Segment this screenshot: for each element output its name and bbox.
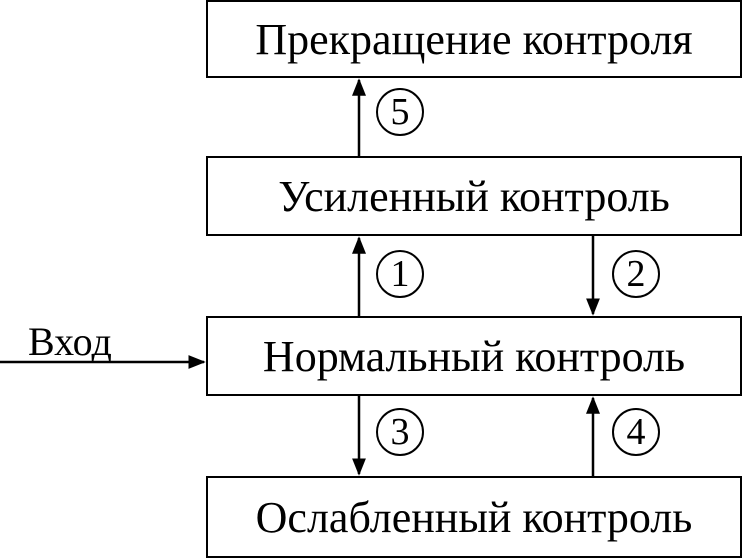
transition-3-number: 3 — [390, 411, 410, 453]
stop-control-label: Прекращение контроля — [255, 14, 693, 64]
stop-control-box: Прекращение контроля — [206, 0, 742, 78]
normal-control-box: Нормальный контроль — [206, 316, 742, 396]
transition-5-badge: 5 — [376, 88, 424, 136]
reduced-control-label: Ослабленный контроль — [255, 492, 693, 542]
transition-1-number: 1 — [390, 253, 410, 295]
transition-2-badge: 2 — [612, 250, 660, 298]
transition-1-badge: 1 — [376, 250, 424, 298]
transition-3-badge: 3 — [376, 408, 424, 456]
transition-4-number: 4 — [626, 411, 646, 453]
tightened-control-box: Усиленный контроль — [206, 156, 742, 236]
normal-control-label: Нормальный контроль — [262, 331, 686, 381]
reduced-control-box: Ослабленный контроль — [206, 476, 742, 558]
transition-2-number: 2 — [626, 253, 646, 295]
input-label: Вход — [28, 319, 112, 364]
tightened-control-label: Усиленный контроль — [278, 171, 670, 221]
transition-4-badge: 4 — [612, 408, 660, 456]
transition-5-number: 5 — [390, 91, 410, 133]
